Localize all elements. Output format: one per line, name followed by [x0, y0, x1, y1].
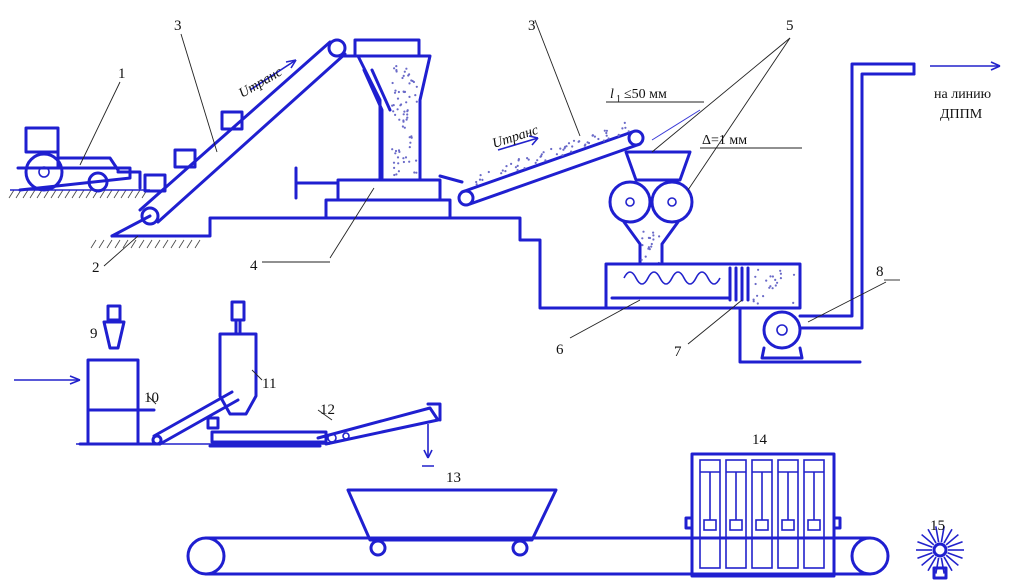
velocity-label-2: Uтранс: [491, 123, 541, 152]
callout-8: 8: [876, 264, 884, 280]
callout-15: 15: [930, 518, 945, 534]
silo-11: [218, 300, 263, 416]
screw-conveyor-12: [206, 402, 442, 448]
callout-3a: 3: [174, 18, 182, 34]
callout-5: 5: [786, 18, 794, 34]
floor-profile: [110, 216, 862, 364]
doser-9: [102, 304, 126, 350]
tractor: [16, 81, 142, 193]
bale: [143, 173, 167, 193]
velocity-label-1: Uтранс: [237, 64, 286, 101]
destination-line1: на линию: [934, 87, 991, 102]
callout-13: 13: [446, 470, 461, 486]
callout-2: 2: [92, 260, 100, 276]
screw-conveyor: [569, 262, 802, 345]
shredder-hopper: [294, 38, 464, 259]
velocity-arrow-1: [249, 59, 297, 91]
callout-3b: 3: [528, 18, 536, 34]
bottom-belt-conveyor: [186, 536, 890, 576]
callout-12: 12: [320, 402, 335, 418]
drop-arrow: [422, 424, 434, 467]
velocity-arrow-2: [497, 137, 539, 151]
press-14: [684, 452, 842, 578]
blower-fan: [760, 62, 916, 360]
ground-hatching: [8, 189, 201, 249]
inclined-conveyor-2: [457, 19, 645, 207]
conveyor-10: [147, 390, 240, 446]
callout-4: 4: [250, 258, 258, 274]
particle-size-value: ≤50 мм: [624, 87, 667, 102]
callout-14: 14: [752, 432, 768, 448]
callout-6: 6: [556, 342, 564, 358]
callout-7: 7: [674, 344, 682, 360]
destination-line2: ДППМ: [940, 107, 983, 122]
callout-10: 10: [144, 390, 159, 406]
roller-crusher: [608, 37, 791, 266]
inclined-conveyor-1: [110, 33, 347, 238]
brush-15: [916, 526, 964, 580]
callout-9: 9: [90, 326, 98, 342]
particle-size-sub: 1: [616, 94, 621, 105]
callout-11: 11: [262, 376, 276, 392]
callout-1: 1: [118, 66, 126, 82]
bale: [173, 148, 197, 169]
particle-size-l: l: [610, 87, 614, 102]
gap-label: Δ=1 мм: [702, 133, 747, 148]
mould-trolley: [346, 488, 558, 557]
